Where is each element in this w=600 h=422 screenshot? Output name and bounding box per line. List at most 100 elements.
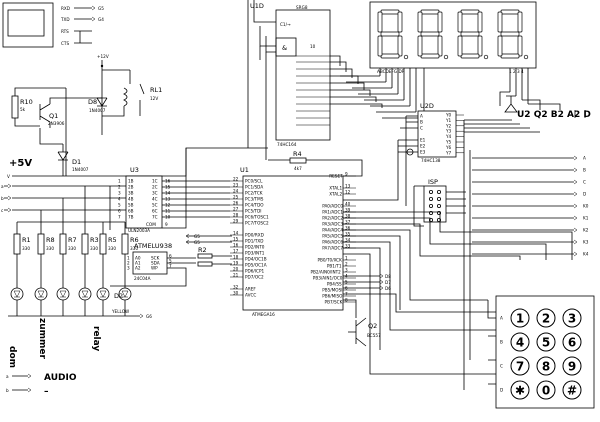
g5-net-a: G5 xyxy=(194,234,200,239)
resistor-ref: R6 xyxy=(130,236,139,244)
led-indicator xyxy=(34,287,48,301)
u3-in-num: 5 xyxy=(118,203,121,208)
power-5v-section: +5V D1 1N4007 V a b c xyxy=(1,128,248,213)
mcu-right-num: 39 xyxy=(345,208,351,213)
u1d-pin10: 10 xyxy=(310,44,316,49)
mcu-left-num: 32 xyxy=(233,285,239,290)
keypad-key[interactable]: 9 xyxy=(562,356,582,376)
label-dom: dom xyxy=(7,346,17,368)
rail-v-label: V xyxy=(7,174,10,179)
u2d-ref: U2D xyxy=(420,102,434,110)
rail-label: D xyxy=(583,192,586,197)
eeprom-left-num: 3 xyxy=(127,266,130,271)
keypad-row-label: B xyxy=(500,340,503,345)
g5-net-b: G5 xyxy=(194,240,200,245)
mcu-right-pin: PB2/AIN0/INT2 xyxy=(310,270,341,275)
eeprom-right-pin: SCK xyxy=(151,256,160,261)
serial-pin-cts: CTS xyxy=(61,41,69,46)
mcu-right-num: 36 xyxy=(345,226,351,231)
u3-in-num: 3 xyxy=(118,191,121,196)
u3-in-pin: 3B xyxy=(128,191,134,196)
rail-label: C xyxy=(583,180,586,185)
svg-text:a: a xyxy=(1,184,4,189)
isp-pin xyxy=(428,203,433,208)
eeprom-right-pin: WP xyxy=(151,266,158,271)
mcu-left-num: 29 xyxy=(233,219,239,224)
keypad-key[interactable]: # xyxy=(562,380,582,400)
u2d-out-pin: Y6 xyxy=(445,145,452,150)
keypad-key[interactable]: 6 xyxy=(562,332,582,352)
u2d-in-pin: C xyxy=(420,126,423,131)
label-zummer: zummer xyxy=(37,318,47,360)
seven-seg-digit xyxy=(497,9,529,60)
svg-text:c: c xyxy=(1,208,4,213)
keypad-row-label: C xyxy=(500,364,503,369)
mcu-right-num: 3 xyxy=(345,268,348,273)
mcu-right-num: 2 xyxy=(345,262,348,267)
serial-pin-rts: RTS xyxy=(61,29,69,34)
u2d-out-pin: Y0 xyxy=(445,113,452,118)
resistor-r8 xyxy=(37,233,45,255)
resistor-ref: R3 xyxy=(90,236,99,244)
u3-out-pin: 2C xyxy=(152,185,158,190)
u3-com-num: 9 xyxy=(165,222,168,227)
keypad-key[interactable]: 8 xyxy=(536,356,556,376)
mcu-left-pin: PD5/OC1A xyxy=(245,263,267,268)
keypad-key-label: 8 xyxy=(542,360,550,374)
resistor-value: 330 xyxy=(130,246,138,251)
u1d-c1: C1/→ xyxy=(280,22,291,27)
relay-ref: RL1 xyxy=(150,86,162,94)
keypad-key[interactable]: 2 xyxy=(536,308,556,328)
mcu-u1: U1 PC0/SCL22PC1/SDA23PC2/TCK24PC3/TMS25P… xyxy=(230,166,356,317)
mcu-right-pin: PB3/AIN1/OC0 xyxy=(313,276,343,281)
keypad-key[interactable]: 4 xyxy=(510,332,530,352)
r4-ref: R4 xyxy=(293,150,302,158)
mcu-right-pin: PA5/ADC5 xyxy=(322,234,343,239)
mcu-right-pin: PA2/ADC2 xyxy=(322,216,343,221)
mcu-left-num: 30 xyxy=(233,291,239,296)
mcu-right-pin: PB1/T1 xyxy=(327,264,342,269)
u3-in-num: 4 xyxy=(118,197,121,202)
led-indicator xyxy=(56,287,70,301)
resistor-value: 330 xyxy=(68,246,76,251)
mcu-left-pin: PD0/RXD xyxy=(245,233,264,238)
keypad-key[interactable]: 3 xyxy=(562,308,582,328)
resistor-r6 xyxy=(121,233,129,255)
mcu-left-num: 16 xyxy=(233,243,239,248)
q2-part: BC557 xyxy=(367,333,381,338)
keypad-key[interactable]: 5 xyxy=(536,332,556,352)
keypad-key-label: 3 xyxy=(568,312,576,326)
u2d-out-pin: Y5 xyxy=(445,140,452,145)
mcu-left-pin: PC7/TOSC2 xyxy=(245,221,269,226)
rail-label: B xyxy=(583,168,586,173)
display-seg-label: ABCDEFG DP xyxy=(377,69,405,74)
isp-pin xyxy=(436,189,441,194)
audio-pin-a: a xyxy=(6,374,9,379)
mcu-left-pin: PC6/TOSC1 xyxy=(245,215,269,220)
u2d-in-pin: E2 xyxy=(420,144,426,149)
label-relay: relay xyxy=(91,326,101,351)
led-row xyxy=(10,282,132,316)
seven-seg-digit xyxy=(377,9,409,60)
shift-register-u1d: U1D SRG8 C1/→ & 10 74HC164 xyxy=(247,0,383,160)
mcu-right-num: 37 xyxy=(345,220,351,225)
keypad-key[interactable]: 7 xyxy=(510,356,530,376)
mcu-left-pin: AVCC xyxy=(245,293,256,298)
u2d-out-pin: Y7 xyxy=(445,150,452,155)
u3-in-pin: 4B xyxy=(128,197,134,202)
isp-pin xyxy=(428,189,433,194)
keypad-key[interactable]: 1 xyxy=(510,308,530,328)
mcu-right-num: 34 xyxy=(345,238,351,243)
u3-in-pin: 6B xyxy=(128,209,134,214)
keypad-key[interactable]: ✱ xyxy=(510,380,530,400)
keypad-key[interactable]: 0 xyxy=(536,380,556,400)
seven-seg-digit xyxy=(417,9,449,60)
led-indicator xyxy=(78,287,92,301)
eeprom-part: 24C04A xyxy=(134,276,151,281)
mcu-right-pin: PA1/ADC1 xyxy=(322,210,343,215)
u2d-in-pin: B xyxy=(420,120,423,125)
keypad-key-label: 6 xyxy=(568,336,576,350)
isp-pin xyxy=(428,217,433,222)
mcu-right-pin: XTAL2 xyxy=(329,192,342,197)
u3-in-pin: 5B xyxy=(128,203,134,208)
